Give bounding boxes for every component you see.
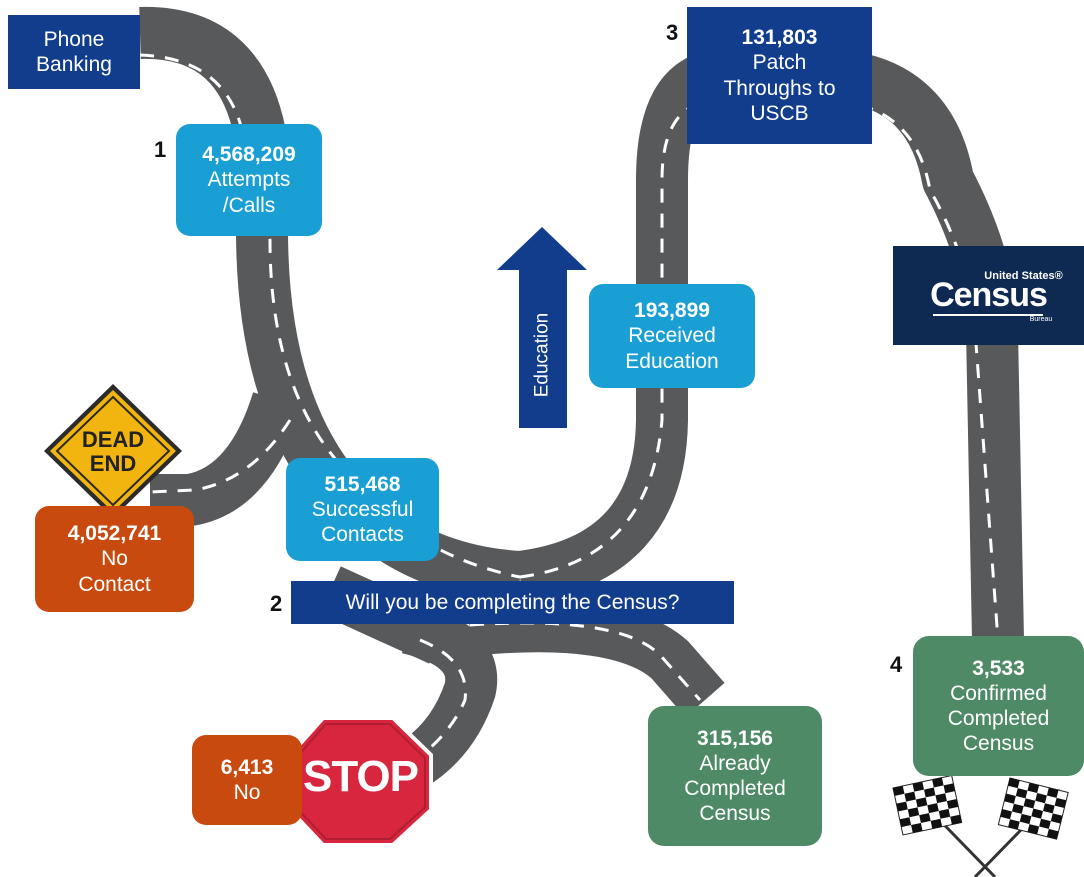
patch-line1: Patch: [752, 51, 807, 75]
phone-banking-line1: Phone: [43, 27, 105, 51]
contacts-line1: Successful: [311, 497, 414, 521]
attempts-number: 4,568,209: [202, 143, 296, 167]
census-question-banner: Will you be completing the Census?: [291, 581, 734, 624]
education-arrow-icon: [497, 227, 587, 428]
dead-end-sign-text: DEAD END: [63, 427, 163, 477]
no-box: 6,413 No: [192, 735, 302, 825]
attempts-line2: /Calls: [222, 193, 276, 217]
step-4-marker: 4: [890, 652, 903, 677]
no-number: 6,413: [220, 755, 274, 779]
census-bureau-logo: United States® Census Bureau: [893, 246, 1084, 345]
confirmed-number: 3,533: [972, 656, 1025, 680]
confirmed-completed-box: 3,533 Confirmed Completed Census: [913, 636, 1084, 776]
phone-banking-box: Phone Banking: [8, 15, 140, 89]
already-line2: Completed: [684, 777, 786, 800]
dead-end-line1: DEAD: [81, 427, 145, 452]
successful-contacts-box: 515,468 Successful Contacts: [286, 458, 439, 561]
education-arrow-label: Education: [527, 300, 557, 410]
confirmed-line3: Census: [962, 732, 1035, 756]
stop-sign-text: STOP: [302, 752, 419, 801]
patch-throughs-box: 131,803 Patch Throughs to USCB: [687, 7, 872, 144]
step-1-marker: 1: [154, 137, 167, 162]
already-completed-box: 315,156 Already Completed Census: [648, 706, 822, 846]
patch-line2: Throughs to: [723, 76, 836, 100]
contacts-number: 515,468: [324, 472, 401, 496]
already-line1: Already: [699, 751, 771, 775]
education-line2: Education: [625, 349, 719, 373]
no-contact-box: 4,052,741 No Contact: [35, 506, 194, 612]
logo-bureau: Bureau: [1029, 316, 1053, 323]
road-dead-end: [150, 391, 303, 526]
step-3-marker: 3: [666, 20, 679, 45]
no-label: No: [233, 781, 261, 804]
dead-end-sign-icon: [44, 384, 182, 518]
logo-census-wordmark: Census: [930, 276, 1048, 314]
logo-united-states: United States®: [984, 270, 1063, 282]
phone-banking-line2: Banking: [36, 53, 112, 76]
education-line1: Received: [628, 324, 716, 348]
checkered-flags-icon: [892, 774, 1069, 877]
road-fork-stop: [384, 602, 498, 796]
contacts-line2: Contacts: [321, 523, 404, 547]
patch-line3: USCB: [750, 101, 809, 125]
no-contact-line2: Contact: [78, 572, 151, 596]
education-number: 193,899: [634, 299, 710, 323]
patch-number: 131,803: [741, 26, 818, 50]
already-number: 315,156: [697, 726, 773, 750]
road-fork-already: [467, 600, 725, 718]
confirmed-line2: Completed: [947, 707, 1050, 730]
attempts-box: 4,568,209 Attempts /Calls: [176, 124, 322, 236]
no-contact-line1: No: [101, 547, 128, 571]
logo-underline: [933, 314, 1043, 316]
step-2-marker: 2: [270, 591, 283, 616]
no-contact-number: 4,052,741: [67, 522, 162, 546]
received-education-box: 193,899 Received Education: [589, 284, 755, 388]
confirmed-line1: Confirmed: [950, 681, 1047, 705]
education-arrow-text: Education: [531, 312, 553, 398]
attempts-line1: Attempts: [207, 168, 291, 192]
dead-end-line2: END: [89, 451, 137, 477]
already-line3: Census: [699, 802, 771, 826]
